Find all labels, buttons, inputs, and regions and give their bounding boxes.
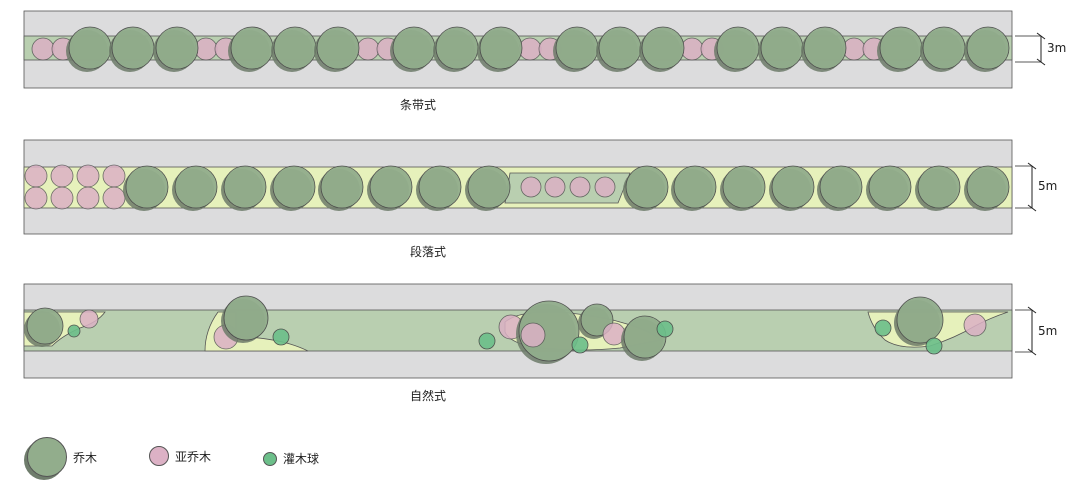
caption-segment: 段落式 bbox=[409, 245, 446, 259]
tree bbox=[868, 165, 912, 209]
tree bbox=[966, 26, 1010, 70]
tree bbox=[223, 295, 269, 341]
legend-tree-label: 乔木 bbox=[73, 450, 98, 465]
tree bbox=[174, 165, 218, 209]
shrub bbox=[874, 319, 892, 337]
tree bbox=[155, 26, 199, 70]
subtree bbox=[544, 176, 566, 198]
tree bbox=[896, 296, 944, 344]
width-label-segment: 5m bbox=[1038, 179, 1058, 193]
tree bbox=[623, 315, 667, 359]
tree bbox=[625, 165, 669, 209]
shrub bbox=[925, 337, 943, 355]
width-label-natural: 5m bbox=[1038, 324, 1058, 338]
segment-panel bbox=[23, 139, 1013, 235]
tree bbox=[598, 26, 642, 70]
tree bbox=[273, 26, 317, 70]
shrub bbox=[478, 332, 496, 350]
tree bbox=[966, 165, 1010, 209]
strip-panel bbox=[23, 10, 1013, 89]
legend-shrub-label: 灌木球 bbox=[283, 452, 320, 466]
shrub-circle-icon bbox=[263, 451, 277, 466]
subtree bbox=[24, 164, 48, 188]
tree bbox=[369, 165, 413, 209]
tree bbox=[479, 26, 523, 70]
tree bbox=[716, 26, 760, 70]
tree bbox=[223, 165, 267, 209]
tree bbox=[467, 165, 511, 209]
tree bbox=[879, 26, 923, 70]
tree bbox=[673, 165, 717, 209]
subtree bbox=[594, 176, 616, 198]
tree bbox=[641, 26, 685, 70]
caption-natural: 自然式 bbox=[409, 389, 446, 403]
subtree bbox=[24, 186, 48, 210]
subtree bbox=[356, 37, 380, 61]
tree bbox=[917, 165, 961, 209]
tree-circle-icon bbox=[27, 437, 67, 477]
dimension-markers bbox=[1015, 32, 1046, 356]
legend-shrub: 灌木球 bbox=[263, 450, 319, 467]
legend-tree: 乔木 bbox=[27, 437, 97, 477]
width-label-strip: 3m bbox=[1047, 41, 1067, 55]
tree bbox=[803, 26, 847, 70]
tree bbox=[230, 26, 274, 70]
subtree bbox=[520, 322, 546, 348]
subtree-circle-icon bbox=[149, 446, 169, 466]
subtree bbox=[50, 186, 74, 210]
tree bbox=[316, 26, 360, 70]
subtree bbox=[520, 176, 542, 198]
subtree bbox=[79, 309, 99, 329]
subtree bbox=[569, 176, 591, 198]
caption-strip: 条带式 bbox=[399, 98, 436, 112]
tree bbox=[111, 26, 155, 70]
tree bbox=[435, 26, 479, 70]
tree bbox=[722, 165, 766, 209]
tree bbox=[320, 165, 364, 209]
subtree bbox=[76, 186, 100, 210]
tree bbox=[771, 165, 815, 209]
shrub bbox=[67, 324, 81, 338]
subtree bbox=[963, 313, 987, 337]
tree bbox=[555, 26, 599, 70]
shrub bbox=[656, 320, 674, 338]
tree bbox=[418, 165, 462, 209]
tree bbox=[819, 165, 863, 209]
tree bbox=[68, 26, 112, 70]
natural-panel bbox=[23, 283, 1013, 379]
tree bbox=[125, 165, 169, 209]
subtree bbox=[76, 164, 100, 188]
subtree bbox=[50, 164, 74, 188]
subtree bbox=[31, 37, 55, 61]
tree bbox=[272, 165, 316, 209]
tree bbox=[760, 26, 804, 70]
tree bbox=[392, 26, 436, 70]
tree bbox=[26, 307, 64, 345]
shrub bbox=[571, 336, 589, 354]
subtree bbox=[102, 186, 126, 210]
legend-subtree-label: 亚乔木 bbox=[175, 449, 212, 464]
shrub bbox=[272, 328, 290, 346]
subtree bbox=[102, 164, 126, 188]
tree bbox=[922, 26, 966, 70]
legend-subtree: 亚乔木 bbox=[149, 446, 211, 466]
